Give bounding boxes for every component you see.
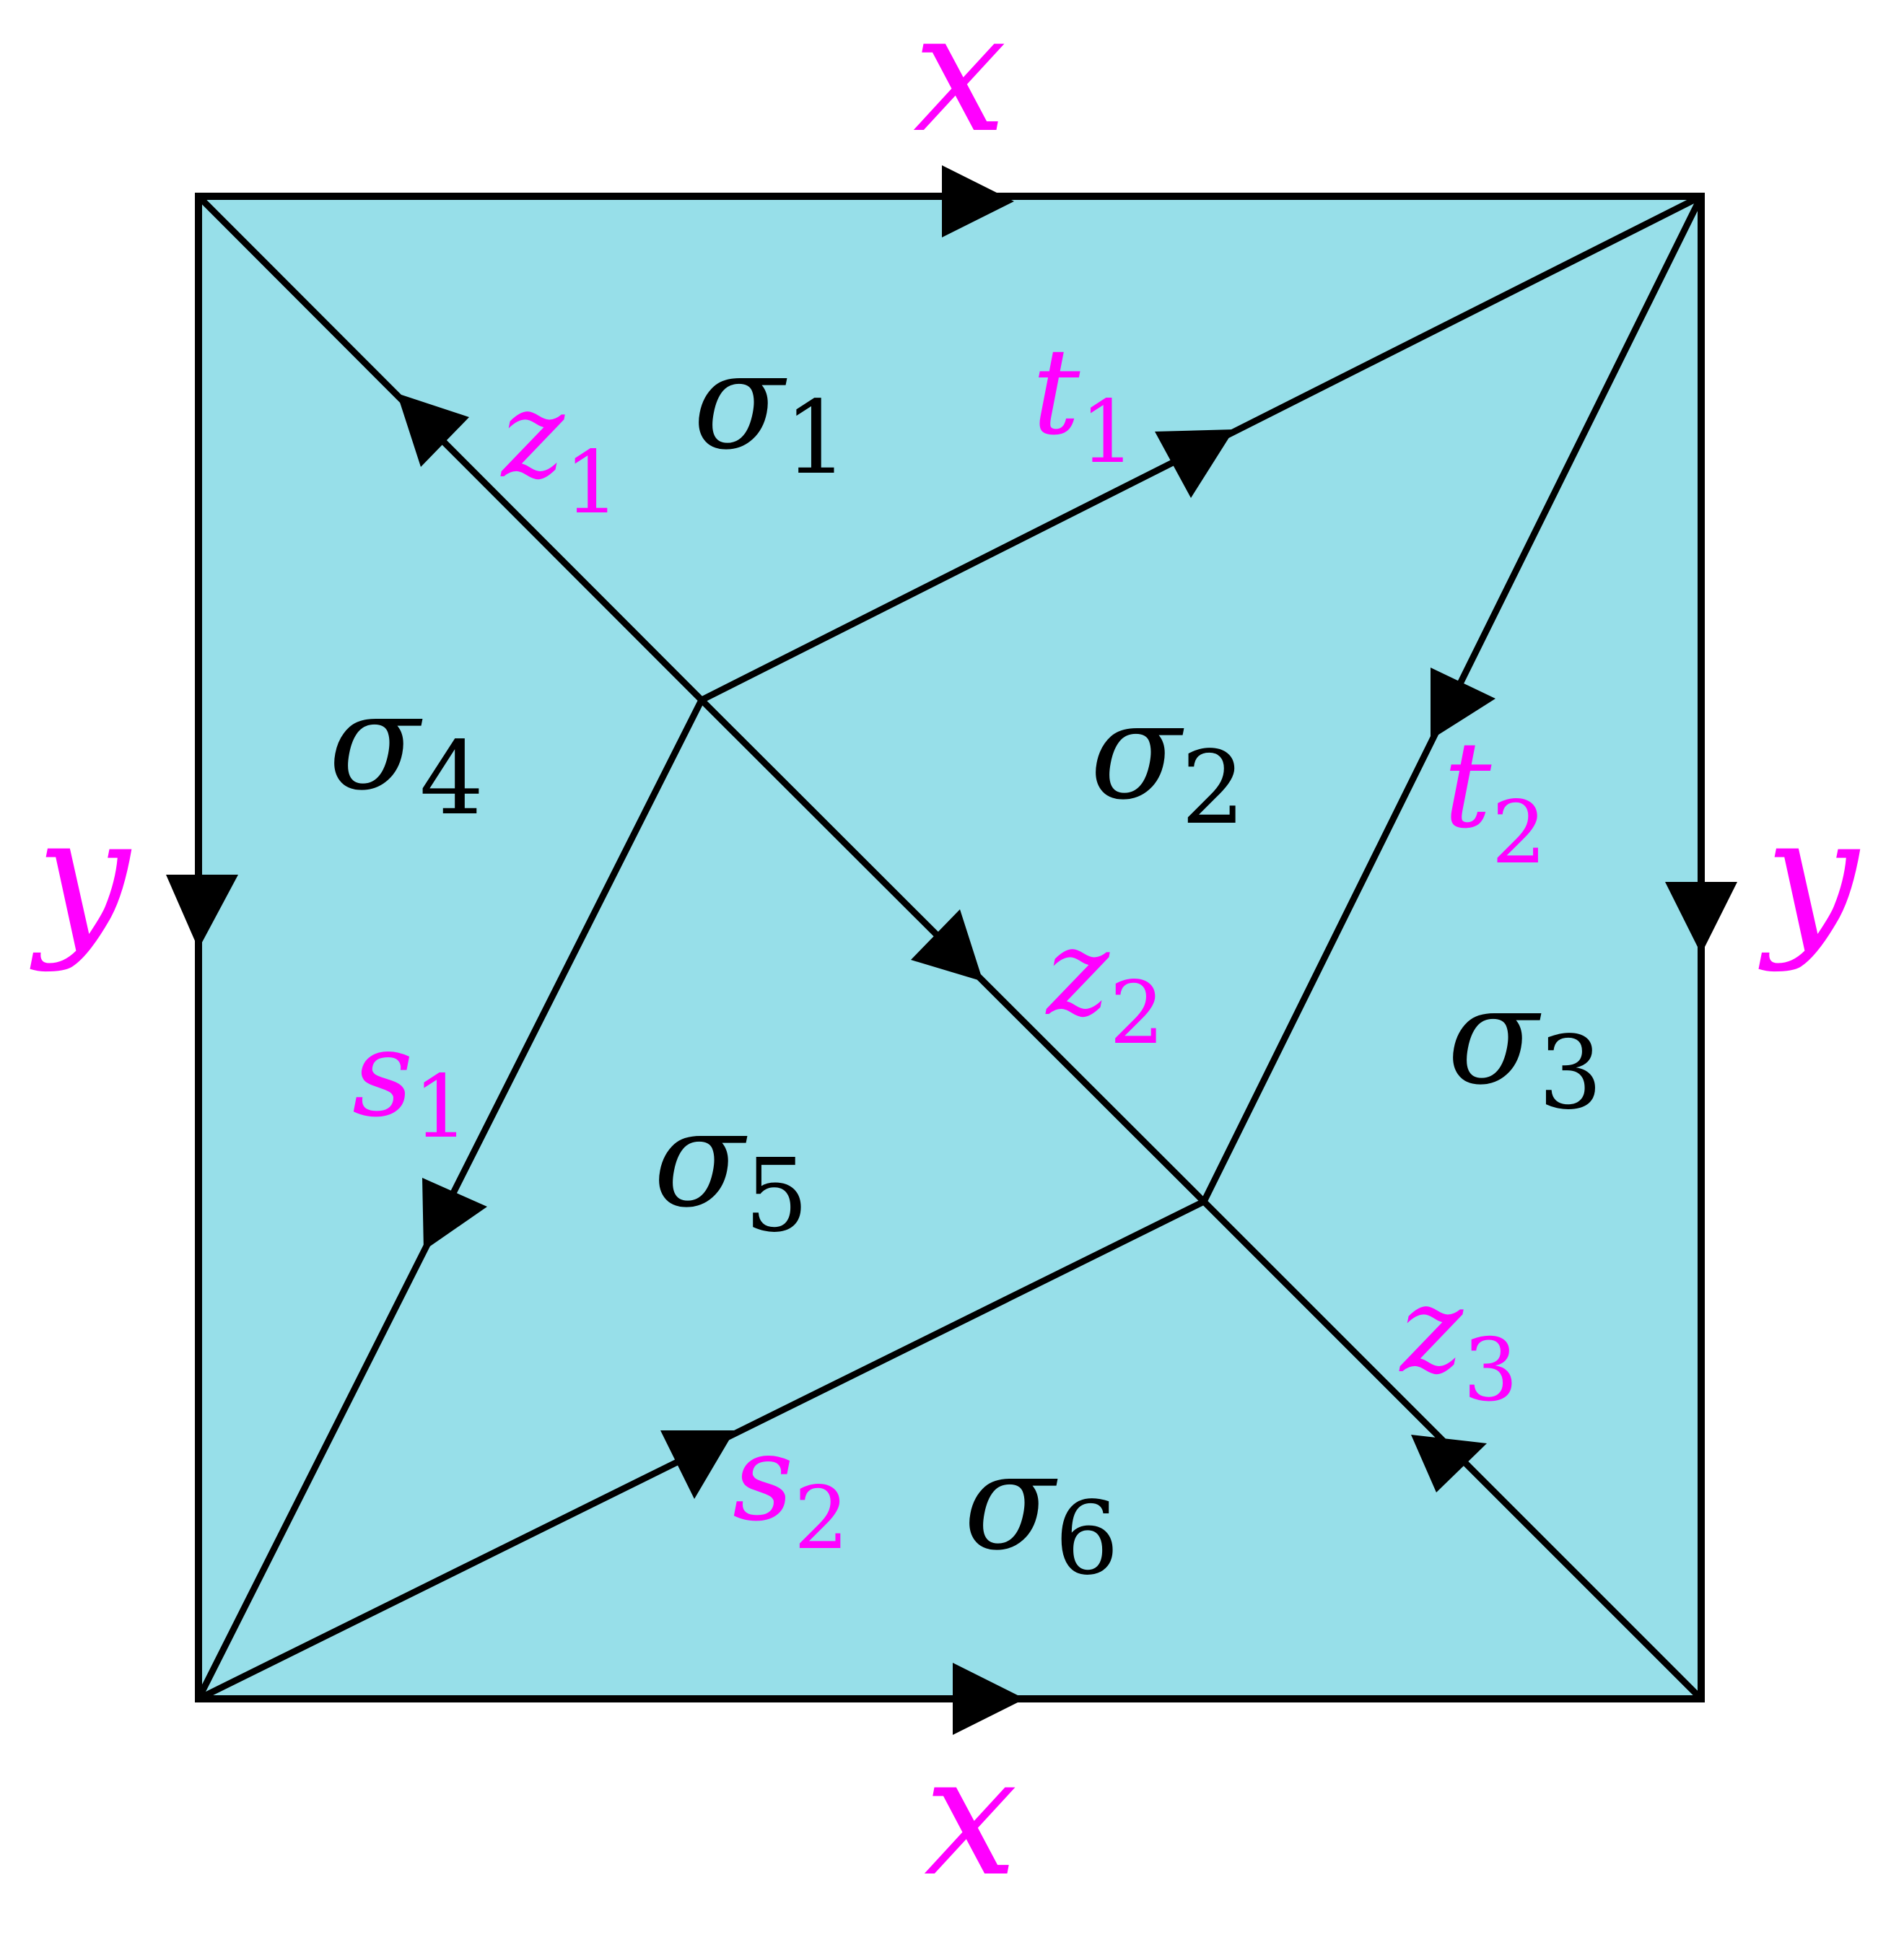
- arrow-top-x: [942, 165, 1014, 237]
- edge-labels: z1 t1 t2 z2 s1 z3 s2: [352, 323, 1547, 1569]
- label-top-x: x: [913, 0, 1007, 170]
- arrow-z2: [911, 909, 983, 981]
- label-z3: z3: [1399, 1261, 1518, 1421]
- arrow-bottom-x: [953, 1663, 1025, 1735]
- label-t2: t2: [1444, 716, 1547, 883]
- arrow-z3: [1411, 1435, 1487, 1492]
- edge-z1: [195, 193, 705, 704]
- label-z2: z2: [1045, 904, 1164, 1064]
- label-s1: s1: [352, 1005, 468, 1158]
- arrowheads: [166, 165, 1737, 1735]
- label-s2: s2: [733, 1409, 849, 1569]
- arrow-t2: [1431, 668, 1495, 740]
- face-labels: σ1 σ4 σ2 σ3 σ5 σ6: [328, 323, 1602, 1598]
- label-sigma3: σ3: [1447, 958, 1602, 1132]
- label-sigma2: σ2: [1090, 673, 1245, 847]
- label-left-y: y: [30, 782, 132, 974]
- label-sigma1: σ1: [693, 323, 848, 497]
- label-z1: z1: [500, 366, 619, 533]
- arrow-s1: [422, 1178, 487, 1251]
- label-right-y: y: [1758, 782, 1861, 974]
- label-sigma4: σ4: [328, 664, 484, 838]
- label-t1: t1: [1032, 323, 1135, 483]
- arrow-right-y: [1665, 882, 1737, 954]
- arrow-s2: [660, 1430, 735, 1499]
- arrow-left-y: [166, 875, 238, 949]
- arrow-t1: [1155, 429, 1234, 498]
- arrow-z1: [397, 393, 469, 467]
- label-bottom-x: x: [924, 1720, 1018, 1913]
- label-sigma5: σ5: [653, 1081, 808, 1255]
- boundary-labels: x x y y: [30, 0, 1861, 1913]
- label-sigma6: σ6: [964, 1424, 1119, 1598]
